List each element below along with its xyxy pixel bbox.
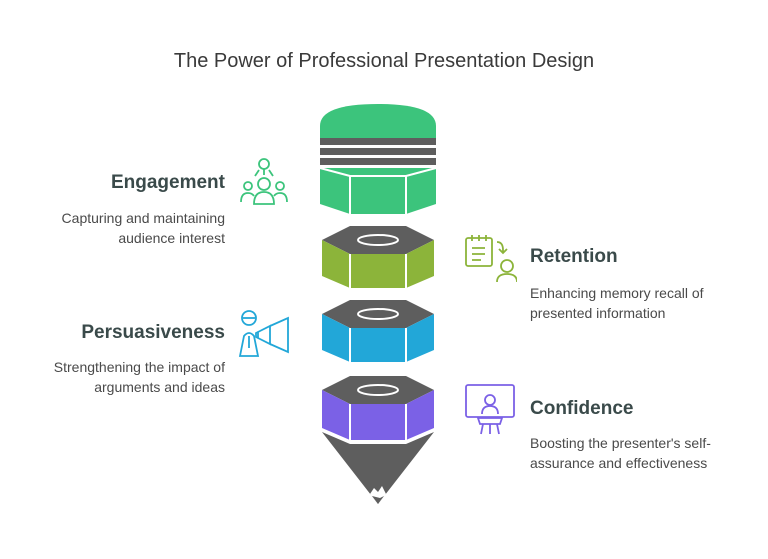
engagement-desc-line1: Capturing and maintaining [61,210,225,226]
confidence-desc-line1: Boosting the presenter's self- [530,435,711,451]
retention-block [322,226,434,288]
retention-desc-line1: Enhancing memory recall of [530,285,704,301]
persuasiveness-block [322,300,434,362]
engagement-heading: Engagement [110,172,225,193]
audience-icon [240,156,288,217]
confidence-desc-line2: assurance and effectiveness [530,455,708,471]
engagement-block [319,104,437,214]
memory-note-icon [463,232,518,291]
engagement-desc-line2: audience interest [118,230,225,246]
presenter-podium-icon [463,382,519,443]
persuasiveness-desc-line2: arguments and ideas [94,379,225,395]
retention-desc-line2: presented information [530,305,666,321]
page-title: The Power of Professional Presentation D… [173,50,595,72]
retention-heading: Retention [530,246,618,267]
persuasiveness-heading: Persuasiveness [81,322,225,343]
confidence-heading: Confidence [530,398,634,419]
confidence-block [322,376,434,504]
persuasiveness-desc-line1: Strengthening the impact of [53,359,225,375]
megaphone-speaker-icon [236,306,294,367]
